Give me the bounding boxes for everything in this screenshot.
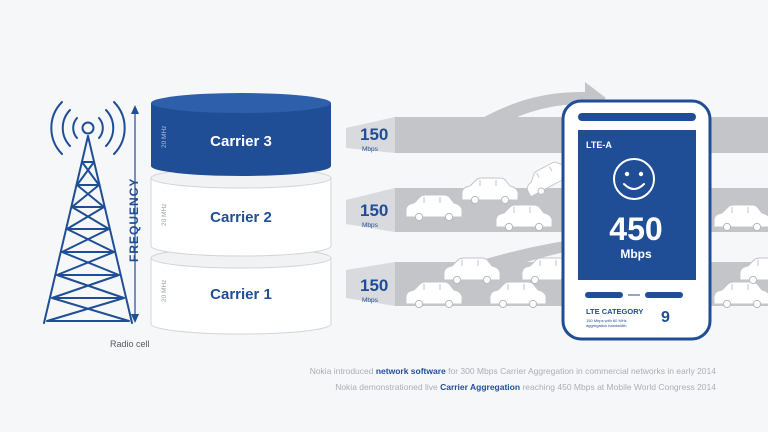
carrier-2-bandwidth: 20 MHz — [161, 204, 168, 226]
road-merge-arrow-top — [470, 82, 606, 134]
signal-wave-outer — [50, 101, 63, 155]
phone-category-note-2: aggregation bandwidth — [586, 323, 626, 328]
road-lane-top-right — [700, 117, 768, 153]
caption-1-highlight: network software — [375, 366, 446, 376]
tower-antenna-dot — [81, 121, 95, 135]
carrier-1-bandwidth: 20 MHz — [161, 280, 168, 302]
phone-category-label: LTE CATEGORY — [586, 307, 643, 316]
caption-2-highlight: Carrier Aggregation — [440, 382, 521, 392]
phone-network-label: LTE-A — [586, 140, 612, 150]
road-lane-connector-3 — [346, 117, 395, 153]
car — [739, 257, 768, 285]
smartphone — [561, 99, 712, 341]
carrier-3-speed-unit: Mbps — [362, 146, 379, 153]
phone-speed-unit: Mbps — [620, 247, 652, 261]
caption-1-text-after: for 300 Mbps Carrier Aggregation in comm… — [445, 366, 716, 376]
carrier-3-bandwidth: 20 MHz — [161, 126, 168, 148]
frequency-axis: FREQUENCY — [127, 105, 141, 323]
carrier-2-name: Carrier 2 — [210, 209, 272, 226]
signal-wave-inner — [98, 117, 104, 139]
signal-wave-inner — [72, 117, 78, 139]
carrier-1-speed-unit: Mbps — [362, 297, 379, 304]
carrier-3-cylinder — [151, 93, 331, 176]
tower-lattice — [46, 161, 130, 322]
signal-wave-middle — [61, 109, 71, 147]
tower-label: Radio cell — [110, 339, 150, 349]
tower-frame — [43, 135, 133, 324]
phone-speed-value: 450 — [609, 211, 662, 247]
road-lane-connector-2 — [346, 262, 395, 306]
caption-line-2: Nokia demonstrationed live Carrier Aggre… — [335, 382, 716, 392]
radio-tower — [43, 101, 133, 324]
road-lane-top — [395, 117, 602, 153]
car — [461, 177, 519, 205]
caption-2-text-after: reaching 450 Mbps at Mobile World Congre… — [520, 382, 716, 392]
caption-1-text-before: Nokia introduced — [309, 366, 376, 376]
caption-2-text-before: Nokia demonstrationed live — [335, 382, 441, 392]
carrier-3-name: Carrier 3 — [210, 133, 272, 150]
caption-line-1: Nokia introduced network software for 30… — [310, 366, 716, 376]
signal-wave-middle — [105, 109, 115, 147]
carrier-2-speed: 150 — [360, 201, 388, 220]
phone-category-note-1: 150 Mbps with 60 MHz — [586, 318, 627, 323]
carrier-3-speed: 150 — [360, 125, 388, 144]
carrier-2-speed-unit: Mbps — [362, 222, 379, 229]
carrier-1-name: Carrier 1 — [210, 286, 272, 303]
carrier-1-speed: 150 — [360, 276, 388, 295]
phone-category-value: 9 — [661, 309, 670, 326]
road-lane-connector-1 — [346, 188, 395, 232]
carrier-stack — [150, 93, 332, 335]
smiley-icon — [613, 158, 655, 200]
frequency-axis-label: FREQUENCY — [127, 178, 141, 262]
signal-wave-outer — [113, 101, 126, 155]
